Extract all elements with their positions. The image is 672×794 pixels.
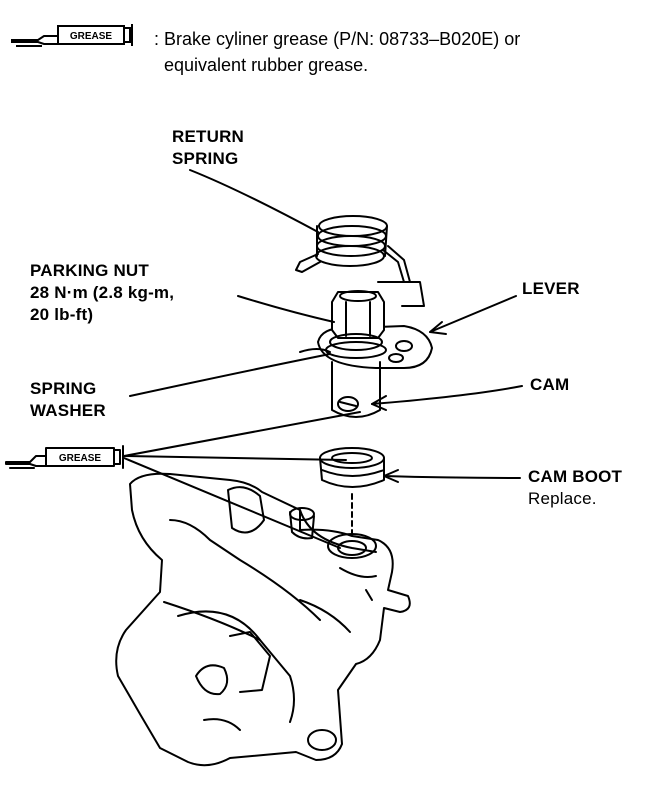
caliper-body [115,472,411,767]
grease-leader-bore [123,457,341,549]
cam-boot-arrowhead [383,469,399,483]
cam-boot-part [319,447,385,488]
parking-nut-part [325,290,387,359]
cam-boot-note: Replace. [528,489,597,508]
cam-boot-title: CAM BOOT [528,467,623,486]
lever-arrowhead [429,321,447,335]
legend-text: : Brake cyliner grease (P/N: 08733–B020E… [154,26,520,78]
legend-line1: Brake cyliner grease (P/N: 08733–B020E) … [164,29,521,49]
parking-nut-torque-line: 28 N·m (2.8 kg-m, [30,283,175,302]
grease-icon-label: GREASE [70,31,113,42]
parking-nut-line1: PARKING NUT [30,261,149,280]
lever-label: LEVER [522,279,580,298]
spring-washer-line2: WASHER [30,401,106,420]
lever-leader [429,295,517,333]
return-spring-part [295,215,411,283]
spring-washer-part [299,348,331,353]
grease-leader-boot [123,455,347,461]
cam-boot-leader [383,475,521,479]
return-spring-label: RETURN SPRING [172,126,244,170]
grease-leader-cam [123,411,361,457]
cam-boot-label: CAM BOOT Replace. [528,466,622,510]
return-spring-leader [189,169,319,233]
parking-nut-leader [237,295,335,323]
legend-line2: equivalent rubber grease. [164,55,369,75]
spring-washer-label: SPRING WASHER [30,378,106,422]
parking-nut-torque-line2: 20 lb-ft) [30,305,94,324]
return-spring-line2: SPRING [172,149,239,168]
return-spring-line1: RETURN [172,127,245,146]
spring-washer-leader [129,353,331,397]
cam-leader [371,385,523,405]
legend-separator: : [154,29,160,49]
cam-arrowhead [371,395,387,411]
cam-part [331,361,381,418]
grease-gun-icon: GREASE [5,445,124,469]
parking-nut-label: PARKING NUT 28 N·m (2.8 kg-m, 20 lb-ft) [30,260,174,326]
spring-washer-line1: SPRING [30,379,97,398]
grease-gun-icon: GREASE [11,24,133,47]
cam-label: CAM [530,375,570,394]
grease-icon-label-2: GREASE [59,453,102,464]
